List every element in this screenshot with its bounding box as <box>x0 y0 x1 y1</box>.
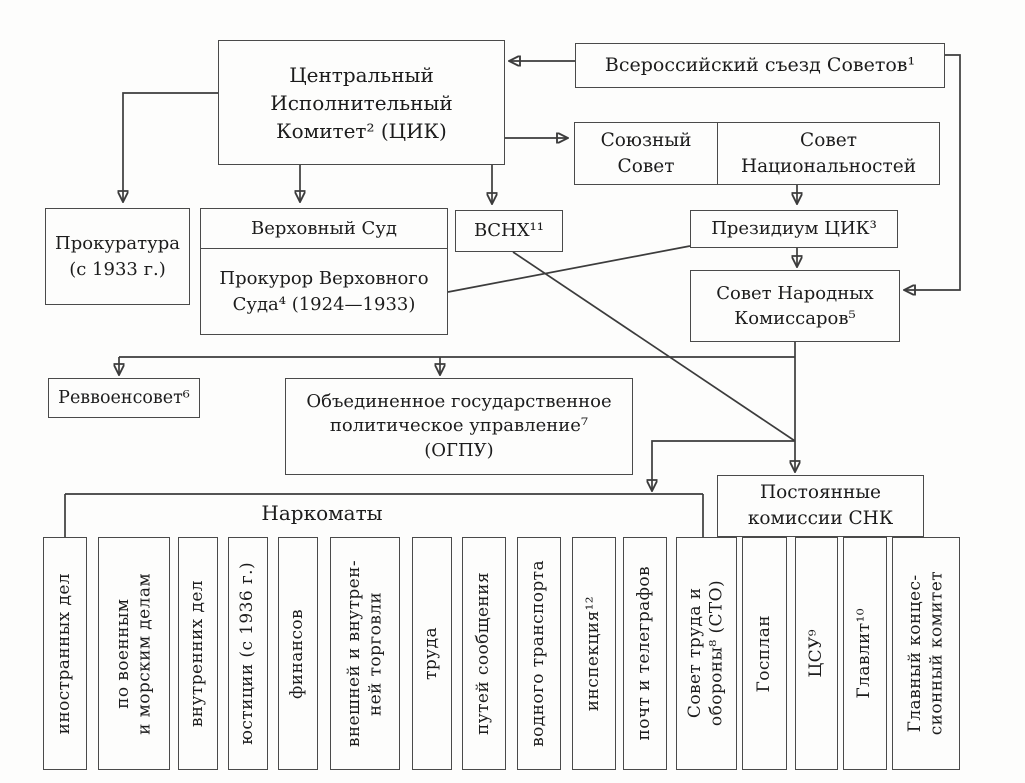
supreme-court-label: Верховный Суд <box>250 217 397 239</box>
narkomat-water-transport: водного транспорта <box>517 537 561 770</box>
union-council-label: Союзный Совет <box>600 129 692 177</box>
narkomat-railways-label: путей сообщения <box>473 571 494 735</box>
gosplan: Госплан <box>742 537 787 770</box>
narkomat-foreign-affairs: иностранных дел <box>43 537 87 770</box>
narkomat-internal-affairs: внутренних дел <box>178 537 218 770</box>
edge-cik-to-prokuratura <box>123 92 218 202</box>
narkomat-inspection: инспекция¹² <box>572 537 616 770</box>
narkomat-military-naval-label: по военным и морским делам <box>112 572 154 735</box>
nationalities-council-cell: Совет Национальностей <box>718 123 939 184</box>
narkomat-labor: труда <box>412 537 452 770</box>
vsnh-box: ВСНХ¹¹ <box>455 210 563 252</box>
cik-label: Центральный Исполнительный Комитет² (ЦИК… <box>270 62 453 143</box>
glavlit-label: Главлит¹⁰ <box>854 608 875 699</box>
narkomat-labor-label: труда <box>421 627 442 680</box>
ogpu-label: Объединенное государственное политическо… <box>306 391 612 461</box>
union-council-cell: Союзный Совет <box>575 123 718 184</box>
concessions-committee: Главный концес- сионный комитет <box>892 537 960 770</box>
prokuratura-box: Прокуратура (с 1933 г.) <box>45 208 190 305</box>
narkomat-inspection-label: инспекция¹² <box>583 595 604 712</box>
revvoensovet-box: Реввоенсовет⁶ <box>48 378 200 418</box>
narkomat-railways: путей сообщения <box>462 537 506 770</box>
glavlit: Главлит¹⁰ <box>843 537 887 770</box>
congress-of-soviets-box: Всероссийский съезд Советов¹ <box>575 43 945 88</box>
narkomat-justice: юстиции (с 1936 г.) <box>228 537 268 770</box>
presidium-cik-label: Президиум ЦИК³ <box>711 218 877 240</box>
congress-label: Всероссийский съезд Советов¹ <box>604 54 916 77</box>
narkomat-justice-label: юстиции (с 1936 г.) <box>237 562 258 745</box>
narkomat-water-transport-label: водного транспорта <box>528 560 549 747</box>
tssu: ЦСУ⁹ <box>795 537 838 770</box>
narkomat-trade: внешней и внутрен- ней торговли <box>330 537 400 770</box>
ogpu-box: Объединенное государственное политическо… <box>285 378 633 475</box>
nationalities-council-label: Совет Национальностей <box>740 129 917 177</box>
narkomat-posts-telegraphs: почт и телеграфов <box>623 537 667 770</box>
narkomat-internal-affairs-label: внутренних дел <box>187 579 208 728</box>
gosplan-label: Госплан <box>753 614 774 693</box>
vsnh-label: ВСНХ¹¹ <box>474 220 544 242</box>
narkomat-military-naval: по военным и морским делам <box>98 537 170 770</box>
sto-council-labor-defense: Совет труда и обороны⁸ (СТО) <box>676 537 737 770</box>
narkomat-finance-label: финансов <box>287 608 308 699</box>
prokuratura-label: Прокуратура (с 1933 г.) <box>55 233 180 280</box>
cik-box: Центральный Исполнительный Комитет² (ЦИК… <box>218 40 505 165</box>
supreme-court-box: Верховный Суд Прокурор Верховного Суда⁴ … <box>200 208 448 335</box>
sto-council-labor-defense-label: Совет труда и обороны⁸ (СТО) <box>685 580 727 727</box>
edge-prosecutor-to-presidium <box>447 245 691 293</box>
narkomat-foreign-affairs-label: иностранных дел <box>54 572 75 735</box>
narkomat-finance: финансов <box>278 537 318 770</box>
permanent-commissions-label: Постоянные комиссии СНК <box>747 482 894 529</box>
presidium-cik-box: Президиум ЦИК³ <box>690 210 898 248</box>
prosecutor-cell: Прокурор Верховного Суда⁴ (1924—1933) <box>201 249 447 334</box>
supreme-court-cell: Верховный Суд <box>201 209 447 249</box>
permanent-commissions-box: Постоянные комиссии СНК <box>717 475 924 537</box>
revvoensovet-label: Реввоенсовет⁶ <box>58 387 190 408</box>
narkomat-posts-telegraphs-label: почт и телеграфов <box>634 566 655 741</box>
tssu-label: ЦСУ⁹ <box>805 629 826 678</box>
bicameral-box: Союзный Совет Совет Национальностей <box>574 122 940 185</box>
sovnarkom-label: Совет Народных Комиссаров⁵ <box>716 282 874 329</box>
narkomaty-label: Наркоматы <box>261 501 383 525</box>
narkomat-trade-label: внешней и внутрен- ней торговли <box>343 559 385 748</box>
sovnarkom-box: Совет Народных Комиссаров⁵ <box>690 270 900 342</box>
concessions-committee-label: Главный концес- сионный комитет <box>904 571 946 736</box>
prosecutor-label: Прокурор Верховного Суда⁴ (1924—1933) <box>219 268 429 315</box>
